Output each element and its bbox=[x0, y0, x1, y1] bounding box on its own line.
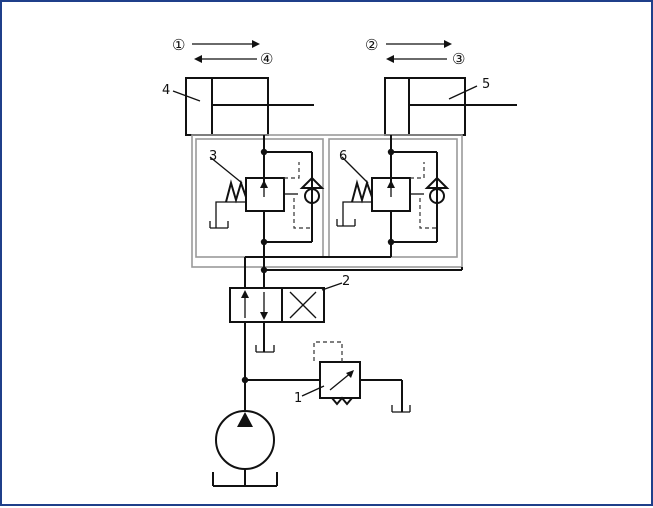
directional-valve-label: 2 bbox=[342, 274, 350, 289]
step-4-arrowhead bbox=[194, 55, 202, 63]
valve-manifold bbox=[191, 134, 463, 268]
cylinder-5: 5 bbox=[384, 77, 517, 136]
step-2-label: ② bbox=[365, 36, 378, 54]
valve-6-label: 6 bbox=[339, 149, 347, 164]
step-3-arrowhead bbox=[386, 55, 394, 63]
pump-arrow-icon bbox=[237, 412, 253, 427]
directional-valve-2: 2 bbox=[229, 274, 350, 323]
relief-valve-1: 1 bbox=[241, 322, 411, 413]
step-4-label: ④ bbox=[260, 50, 273, 68]
relief-valve-label: 1 bbox=[294, 391, 302, 406]
step-1-arrowhead bbox=[252, 40, 260, 48]
step-2-arrowhead bbox=[444, 40, 452, 48]
cylinder-5-label: 5 bbox=[482, 77, 490, 92]
sequence-valve-6: 6 bbox=[336, 135, 450, 246]
motion-sequence: ① ④ ② ③ bbox=[172, 36, 465, 68]
valve-3-label: 3 bbox=[209, 149, 217, 164]
step-3-label: ③ bbox=[452, 50, 465, 68]
cylinder-4: 4 bbox=[162, 77, 314, 136]
pump bbox=[212, 410, 278, 487]
main-lines bbox=[244, 242, 463, 288]
step-1-label: ① bbox=[172, 36, 185, 54]
sequence-valve-3: 3 bbox=[209, 135, 325, 270]
tank-symbol-return bbox=[255, 322, 275, 353]
cylinder-4-label: 4 bbox=[162, 83, 170, 98]
